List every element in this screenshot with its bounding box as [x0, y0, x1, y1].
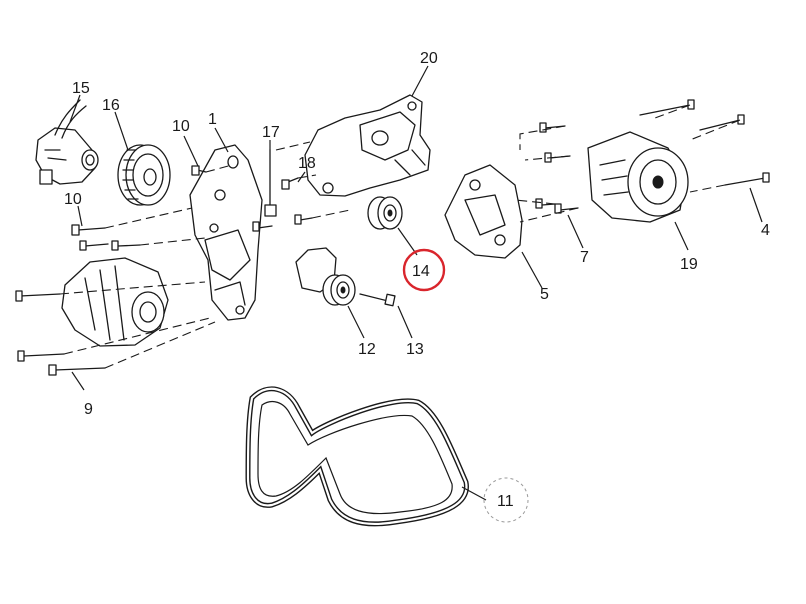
ac-compressor-19	[587, 131, 689, 223]
callout-1: 1	[208, 111, 217, 128]
leader-lines	[69, 65, 763, 501]
callout-15: 15	[72, 80, 90, 97]
callout-13: 13	[406, 341, 424, 358]
callout-18: 18	[298, 155, 316, 172]
callout-10-left: 10	[64, 191, 82, 208]
belt-tensioner-12	[295, 247, 356, 306]
idler-pulley-14	[367, 196, 403, 230]
alternator	[61, 257, 169, 347]
fasteners	[15, 99, 770, 376]
pulley-16	[117, 144, 171, 206]
callout-9: 9	[84, 401, 93, 418]
callout-7: 7	[580, 249, 589, 266]
callout-14: 14	[412, 263, 430, 280]
callout-labels: 15 16 10 1 17 18 20 10 9 12 13 14 5 7 19…	[64, 50, 770, 510]
callout-11: 11	[497, 493, 514, 510]
callout-12: 12	[358, 341, 376, 358]
installation-lines	[59, 104, 741, 369]
compressor-bracket-5	[444, 164, 523, 259]
callout-11-ring	[483, 477, 529, 523]
callout-5: 5	[540, 286, 549, 303]
power-steering-pump	[35, 99, 99, 185]
upper-bracket-20	[304, 94, 431, 197]
accessory-bracket-1	[189, 144, 263, 321]
callout-14-highlight-ring	[402, 248, 446, 292]
callout-4: 4	[761, 222, 770, 239]
serpentine-belt-11	[245, 386, 469, 527]
callout-17: 17	[262, 124, 280, 141]
callout-20: 20	[420, 50, 438, 67]
callout-19: 19	[680, 256, 698, 273]
callout-10-top: 10	[172, 118, 190, 135]
tensioner-bolt-13	[359, 293, 396, 307]
callout-16: 16	[102, 97, 120, 114]
